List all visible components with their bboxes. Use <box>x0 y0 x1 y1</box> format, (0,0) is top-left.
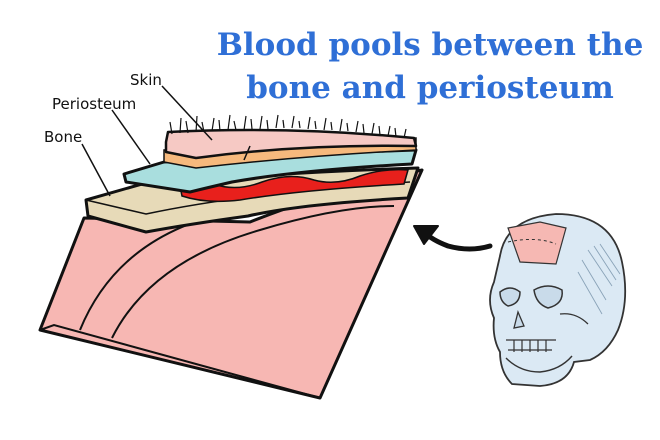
skin-layer <box>164 128 418 160</box>
blood-pool <box>179 168 409 203</box>
skull-shading <box>577 243 621 315</box>
bone-leader-line <box>81 143 111 197</box>
skull-jaw <box>505 355 573 373</box>
skull-nasal-cavity <box>513 309 525 329</box>
arrow-head-icon <box>413 225 439 245</box>
skull-highlight-patch <box>507 221 567 265</box>
periosteum-leader-line <box>111 109 151 165</box>
bone-layer-edge <box>87 215 147 233</box>
label-periosteum: Periosteum <box>52 95 137 113</box>
label-bone: Bone <box>44 128 83 146</box>
skull-teeth <box>506 339 556 352</box>
skin-crack-line <box>243 145 251 161</box>
skull-cheekbone <box>559 313 589 325</box>
headline-line-1: Blood pools between the <box>216 27 644 63</box>
hair-strands <box>169 114 407 139</box>
curved-arrow-shaft <box>421 229 493 252</box>
periosteum-layer-edge <box>125 181 191 193</box>
skull-eye-socket-right <box>533 285 563 309</box>
skull-eye-socket-left <box>499 287 521 307</box>
wedge-bottom-face <box>39 323 321 399</box>
wedge-inner-arc-2 <box>111 205 395 339</box>
skin-leader-line <box>161 85 213 141</box>
headline: Blood pools between the bone and periost… <box>210 24 650 110</box>
headline-line-2: bone and periosteum <box>246 70 614 106</box>
skull-illustration <box>489 213 627 387</box>
skull-patch-dashed-line <box>507 238 557 245</box>
label-skin: Skin <box>130 71 162 89</box>
